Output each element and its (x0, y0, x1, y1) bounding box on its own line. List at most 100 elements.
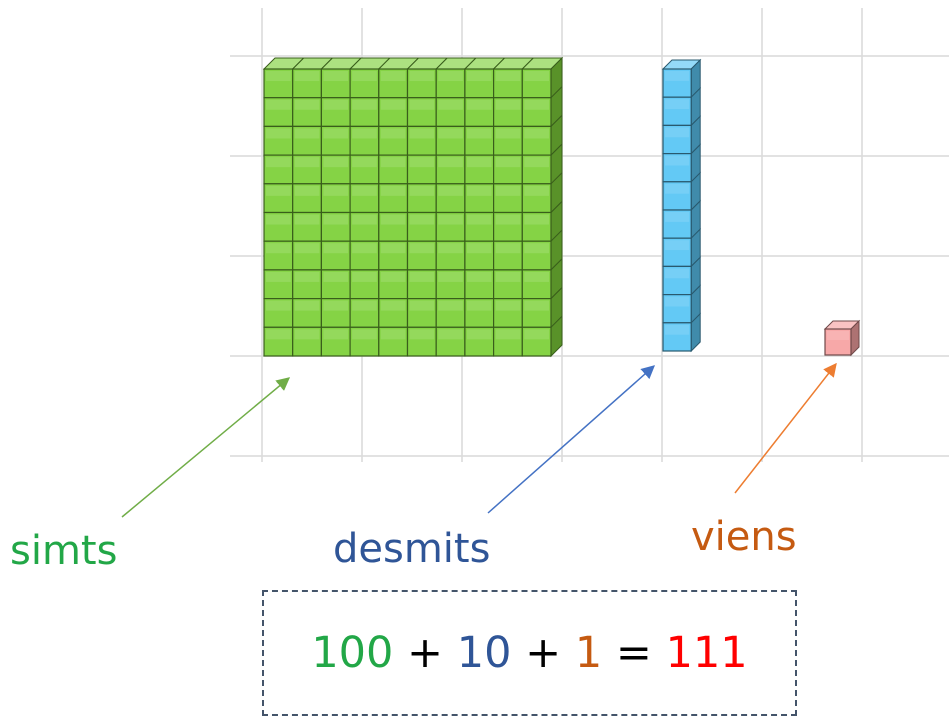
ones-label: viens (691, 514, 797, 560)
equation-hundreds: 100 (311, 628, 394, 678)
hundreds-highlight (294, 99, 320, 110)
equation-ones: 1 (574, 628, 603, 678)
hundreds-highlight (380, 71, 406, 82)
hundreds-highlight (495, 243, 521, 254)
tens-highlight (665, 71, 690, 81)
hundreds-highlight (323, 329, 349, 340)
hundreds-highlight (294, 243, 320, 254)
hundreds-highlight (294, 329, 320, 340)
hundreds-highlight (352, 128, 377, 139)
hundreds-highlight (438, 128, 463, 139)
hundreds-highlight (380, 243, 406, 254)
hundreds-highlight (266, 329, 291, 340)
hundreds-highlight (495, 214, 521, 225)
hundreds-highlight (409, 157, 435, 168)
hundreds-highlight (409, 128, 435, 139)
hundreds-highlight (266, 157, 291, 168)
tens-highlight (665, 127, 690, 138)
hundreds-highlight (409, 185, 435, 196)
hundreds-highlight (352, 185, 377, 196)
hundreds-highlight (266, 271, 291, 282)
hundreds-highlight (495, 185, 521, 196)
arrow-to-hundreds (121, 377, 291, 518)
hundreds-highlight (266, 185, 291, 196)
equation-plus-1: + (393, 628, 457, 678)
tens-highlight (665, 240, 690, 251)
tens-highlight (665, 324, 690, 335)
hundreds-highlight (466, 185, 492, 196)
hundreds-highlight (294, 214, 320, 225)
hundreds-highlight (495, 71, 521, 82)
hundreds-highlight (466, 214, 492, 225)
hundreds-highlight (438, 185, 463, 196)
tens-rod-block (661, 58, 702, 353)
hundreds-highlight (323, 271, 349, 282)
hundreds-highlight (524, 99, 549, 110)
hundreds-highlight (524, 185, 549, 196)
hundreds-highlight (524, 300, 549, 311)
hundreds-highlight (266, 71, 291, 82)
hundreds-highlight (409, 300, 435, 311)
hundreds-highlight (352, 271, 377, 282)
hundreds-highlight (352, 157, 377, 168)
hundreds-highlight (466, 71, 492, 82)
hundreds-highlight (323, 157, 349, 168)
hundreds-highlight (524, 71, 549, 82)
hundreds-highlight (380, 99, 406, 110)
hundreds-highlight (495, 128, 521, 139)
hundreds-highlight (323, 99, 349, 110)
hundreds-highlight (380, 214, 406, 225)
hundreds-highlight (294, 185, 320, 196)
hundreds-highlight (294, 300, 320, 311)
hundreds-label: simts (10, 528, 118, 574)
hundreds-highlight (466, 271, 492, 282)
tens-highlight (665, 296, 690, 307)
hundreds-highlight (466, 300, 492, 311)
hundreds-highlight (266, 243, 291, 254)
equation-plus-2: + (511, 628, 575, 678)
equation-total: 111 (665, 628, 748, 678)
hundreds-highlight (380, 185, 406, 196)
hundreds-highlight (294, 157, 320, 168)
hundreds-highlight (323, 243, 349, 254)
equation-box (262, 590, 797, 716)
hundreds-highlight (438, 157, 463, 168)
hundreds-highlight (409, 99, 435, 110)
hundreds-highlight (438, 329, 463, 340)
hundreds-highlight (266, 300, 291, 311)
hundreds-highlight (524, 243, 549, 254)
hundreds-highlight (266, 99, 291, 110)
hundreds-highlight (466, 243, 492, 254)
hundreds-highlight (294, 271, 320, 282)
hundreds-highlight (352, 214, 377, 225)
equation: 100 + 10 + 1 = 111 (262, 627, 797, 679)
hundreds-highlight (352, 329, 377, 340)
hundreds-highlight (495, 300, 521, 311)
hundreds-highlight (380, 157, 406, 168)
hundreds-highlight (380, 300, 406, 311)
hundreds-highlight (524, 157, 549, 168)
hundreds-highlight (466, 99, 492, 110)
tens-highlight (665, 212, 690, 222)
hundreds-highlight (524, 128, 549, 139)
hundreds-highlight (409, 271, 435, 282)
hundreds-highlight (438, 214, 463, 225)
hundreds-highlight (438, 300, 463, 311)
ones-unit-cube (823, 319, 861, 357)
hundreds-highlight (495, 329, 521, 340)
hundreds-highlight (352, 243, 377, 254)
hundreds-highlight (438, 243, 463, 254)
hundreds-highlight (409, 71, 435, 82)
hundreds-highlight (438, 71, 463, 82)
hundreds-highlight (266, 214, 291, 225)
hundreds-highlight (266, 128, 291, 139)
hundreds-highlight (466, 329, 492, 340)
hundreds-highlight (380, 128, 406, 139)
tens-highlight (665, 155, 690, 166)
hundreds-highlight (524, 271, 549, 282)
tens-highlight (665, 99, 690, 110)
hundreds-highlight (466, 157, 492, 168)
hundreds-highlight (409, 243, 435, 254)
ones-highlight (827, 331, 849, 341)
